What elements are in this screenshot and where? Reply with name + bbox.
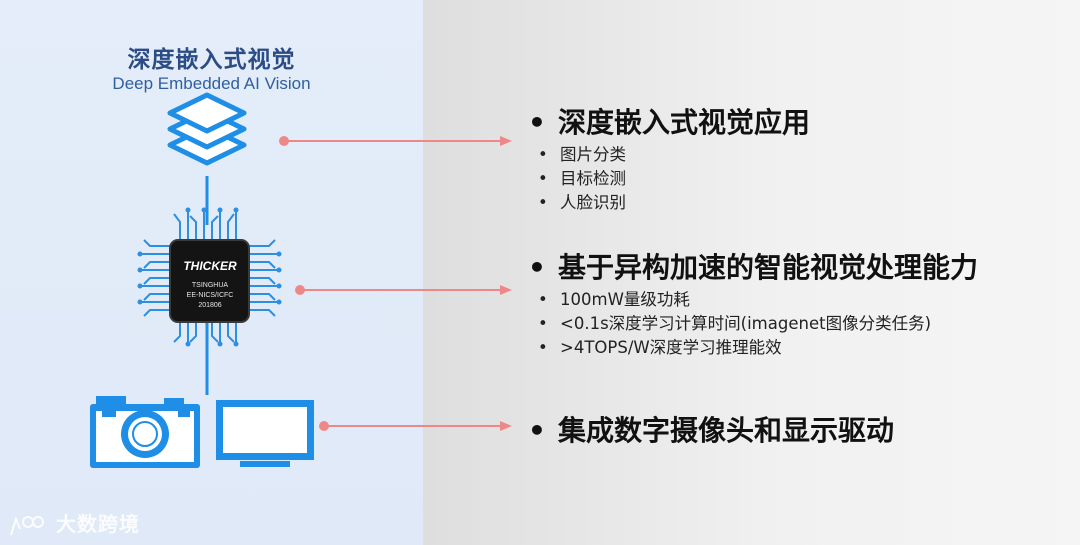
section-2-item: •100mW量级功耗 [538, 286, 690, 310]
section-1-item: •目标检测 [538, 165, 626, 189]
chip-body [170, 240, 249, 322]
section-2-item: •>4TOPS/W深度学习推理能效 [538, 334, 782, 358]
monitor-icon [216, 400, 314, 467]
arrow-2 [295, 285, 512, 295]
section-1-item: •人脸识别 [538, 189, 626, 213]
section-1-item: •图片分类 [538, 141, 626, 165]
bullet-icon: • [528, 106, 558, 139]
bullet-icon: • [528, 414, 558, 447]
layers-icon [170, 95, 244, 163]
section-2-heading-text: 基于异构加速的智能视觉处理能力 [558, 251, 978, 284]
watermark: 大数跨境 [8, 508, 140, 539]
chip-brand: THICKER [183, 259, 237, 273]
chip-icon: THICKER TSINGHUA EE-NICS/ICFC 201806 [138, 208, 282, 347]
section-2-heading: •基于异构加速的智能视觉处理能力 [528, 246, 978, 286]
section-1-heading-text: 深度嵌入式视觉应用 [558, 106, 810, 139]
bullet-icon: • [528, 251, 558, 284]
chip-line-3: 201806 [198, 302, 221, 309]
section-1-heading: •深度嵌入式视觉应用 [528, 101, 810, 141]
section-3-heading-text: 集成数字摄像头和显示驱动 [558, 414, 894, 447]
section-2-item: •<0.1s深度学习计算时间(imagenet图像分类任务) [538, 310, 931, 334]
arrow-3 [319, 421, 512, 431]
watermark-logo-icon [8, 513, 48, 539]
camera-icon [90, 396, 200, 468]
arrow-1 [279, 136, 512, 146]
section-3-heading: •集成数字摄像头和显示驱动 [528, 409, 894, 449]
watermark-text: 大数跨境 [56, 512, 140, 536]
chip-line-2: EE-NICS/ICFC [187, 292, 234, 299]
chip-line-1: TSINGHUA [192, 282, 229, 289]
